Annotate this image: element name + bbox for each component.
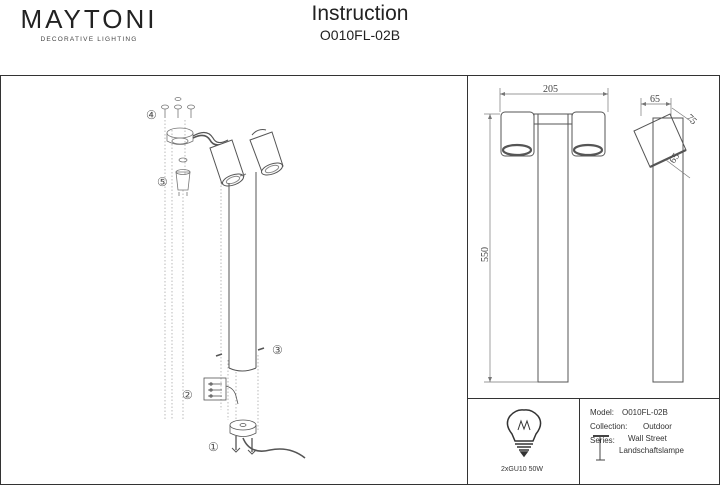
side-view <box>633 98 693 383</box>
brand-name: MAYTONI <box>20 4 158 34</box>
step-3-marker: ③ <box>272 343 283 357</box>
width-dimension-label: 205 <box>543 84 558 95</box>
step-5-marker: ⑤ <box>157 175 168 189</box>
depth-dimension-label: 65 <box>650 94 660 105</box>
head-a-dimension-label: 75 <box>684 112 699 127</box>
step-1-marker: ① <box>208 440 219 454</box>
document-header: Instruction O010FL-02B <box>0 2 720 44</box>
spec-collection-label: Collection: <box>590 422 628 431</box>
document-title: Instruction <box>311 2 409 25</box>
bulb-icon <box>506 409 542 458</box>
series-lamp-icon <box>593 435 609 461</box>
lamp-head-left <box>209 139 245 187</box>
height-dimension-label: 550 <box>480 247 491 262</box>
model-code: O010FL-02B <box>319 27 401 43</box>
step-4-marker: ④ <box>146 108 157 122</box>
head-cap-component <box>166 127 229 146</box>
assembly-drawing <box>161 97 306 459</box>
spec-type-value: Landschaftslampe <box>619 446 684 455</box>
lamp-head-right <box>249 129 284 176</box>
side-screws <box>215 347 265 357</box>
spec-series-label: Series: <box>590 436 615 445</box>
terminal-block <box>203 377 239 405</box>
spec-model-value: O010FL-02B <box>622 408 668 417</box>
spec-model-label: Model: <box>590 408 615 417</box>
step-2-marker: ② <box>182 388 193 402</box>
bulb-spec: 2xGU10 50W <box>501 466 543 473</box>
brand-tagline: DECORATIVE LIGHTING <box>40 36 138 43</box>
base-plate <box>229 419 306 459</box>
post-body <box>228 172 257 372</box>
brand-logo: MAYTONI DECORATIVE LIGHTING <box>14 4 164 43</box>
front-view <box>484 88 609 383</box>
spec-collection-value: Outdoor <box>643 422 672 431</box>
gu10-bulb-component <box>175 157 191 196</box>
screw-set-top <box>161 97 195 118</box>
spec-series-value: Wall Street <box>628 434 667 443</box>
